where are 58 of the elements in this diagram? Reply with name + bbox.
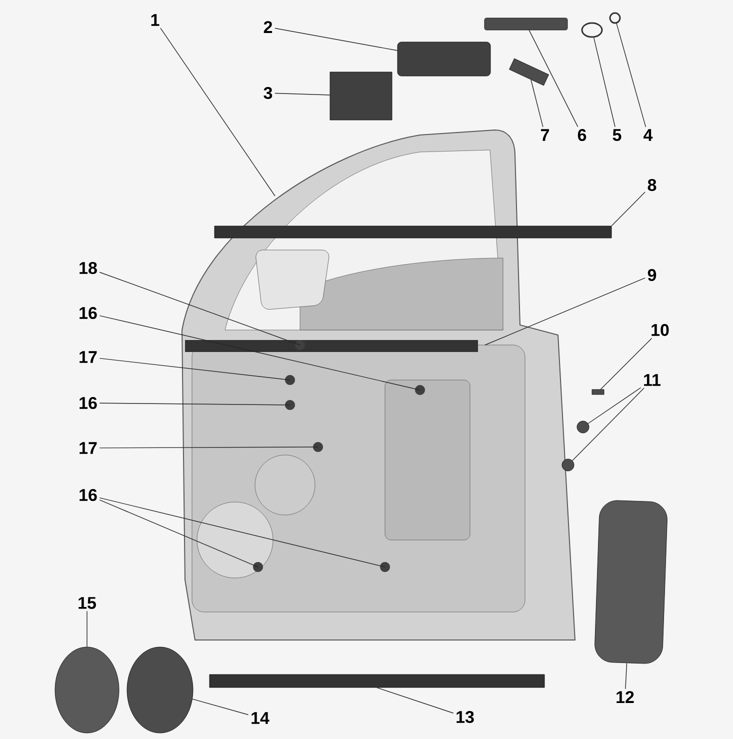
leader-line [192,698,249,716]
bolt-icon [576,420,590,434]
lock-cylinder-drawing [484,18,568,30]
callout-number: 5 [612,129,622,141]
leader-line [99,272,300,346]
seal-strip [214,226,612,238]
leader-line [528,30,578,128]
leader-line [376,687,454,714]
callout-number: 1 [151,14,160,26]
callout-number: 14 [252,712,270,724]
callout-number: 3 [264,86,272,100]
handle-drawing [397,42,491,76]
callout-number: 11 [644,374,661,386]
leader-line [274,28,398,51]
leader-line [99,402,290,406]
leader-line [611,192,646,226]
leader-line [593,37,616,128]
callout-number: 7 [541,129,549,141]
leader-line [625,662,628,690]
screw-icon [592,389,604,395]
leader-line [99,315,420,390]
callout-number: 10 [652,324,669,336]
leader-line [160,28,276,196]
sealing-strip [209,674,545,688]
clip-icon [609,12,621,24]
cap-drawing [509,58,549,86]
callout-number: 2 [264,21,272,33]
ring-icon [581,22,603,38]
callout-number: 18 [80,262,97,274]
callout-number: 13 [456,710,474,724]
cover-plate [594,500,668,664]
callout-number: 16 [80,488,97,502]
callout-number: 17 [80,351,97,363]
leader-line [274,92,330,96]
callout-number: 17 [80,442,97,454]
callout-number: 9 [648,268,656,282]
leader-line [572,388,644,461]
speaker-drawing [126,646,194,734]
cover-plate [54,646,120,734]
callout-number: 4 [644,129,653,141]
callout-number: 12 [616,691,634,703]
leader-line [484,278,646,346]
bracket-drawing [330,72,392,120]
callout-number: 6 [578,128,586,142]
callout-number: 15 [78,597,96,609]
callout-number: 16 [80,396,97,410]
leader-line [86,610,88,648]
leader-line [99,497,386,568]
leader-line [99,446,318,448]
callout-number: 16 [80,306,97,320]
bolt-icon [562,458,574,472]
leader-line [616,23,646,128]
callout-number: 8 [648,178,656,192]
leader-line [99,500,258,568]
leader-line [588,387,642,424]
leader-line [99,358,290,380]
leader-line [600,338,652,390]
leader-line [530,79,544,128]
